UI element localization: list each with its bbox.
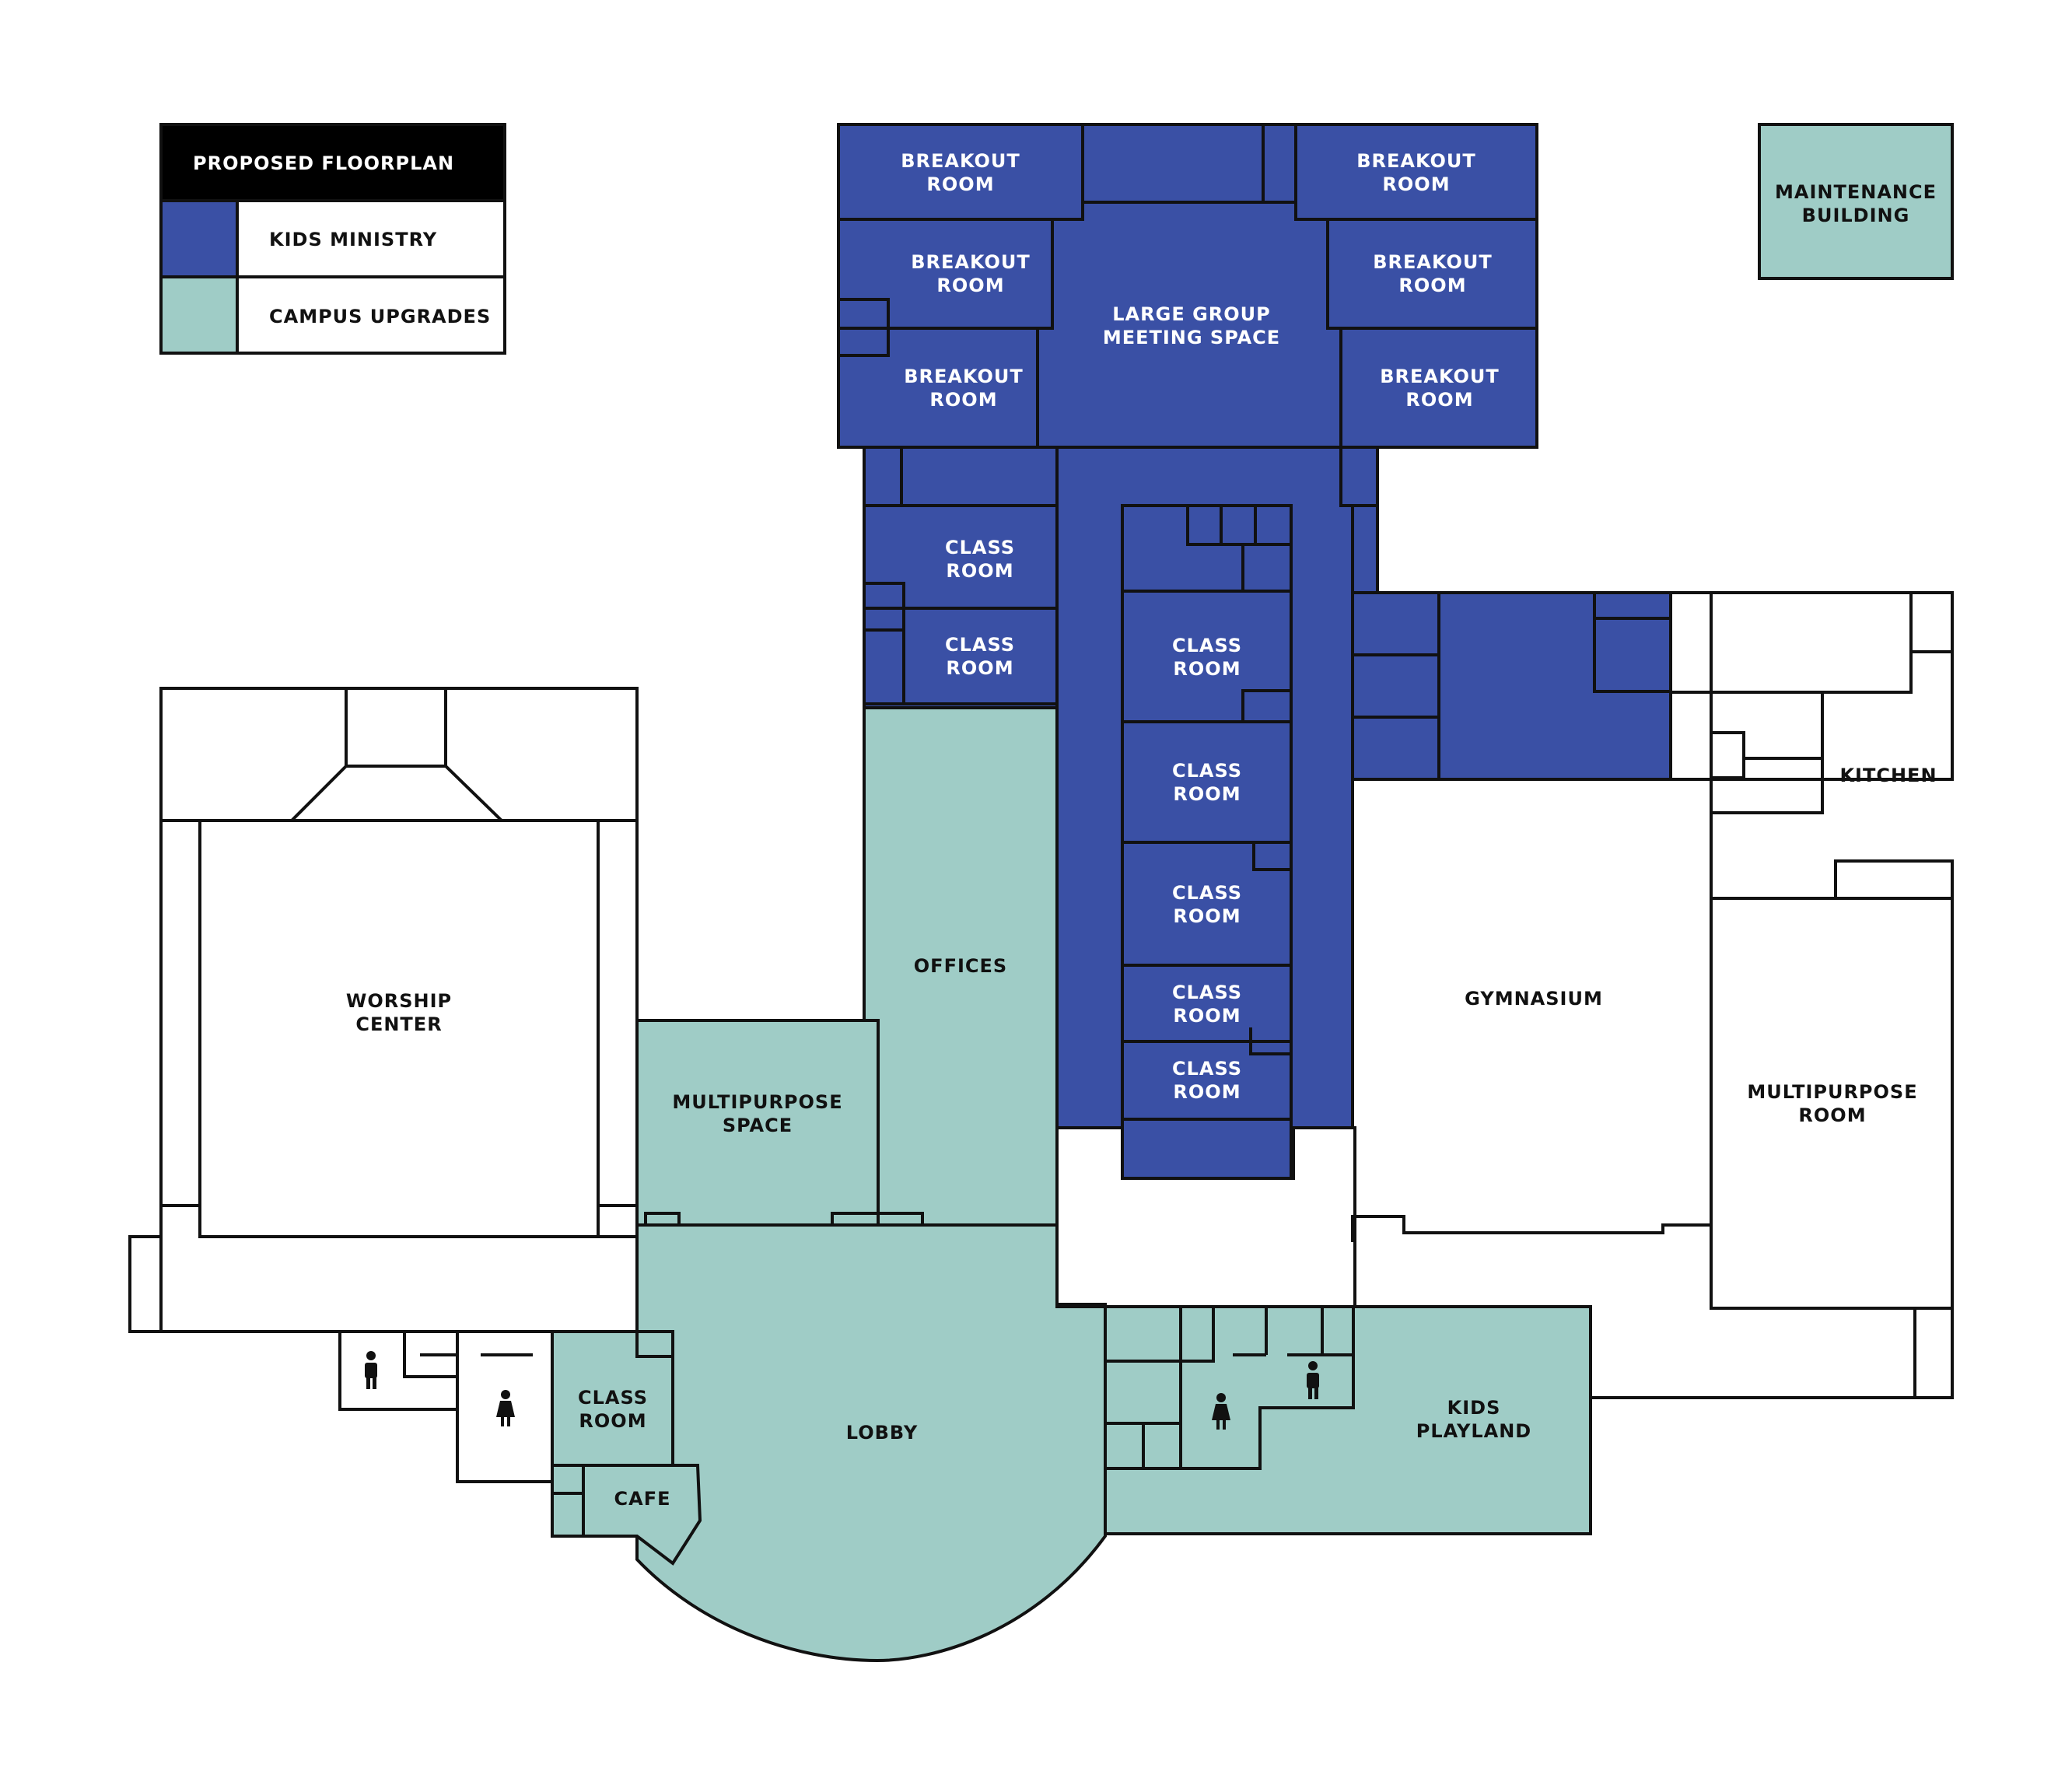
kids-playland-label-line2: PLAYLAND [1416, 1420, 1531, 1442]
class-room-f-label-line2: ROOM [1173, 1005, 1241, 1027]
legend-label-campus-upgrades: CAMPUS UPGRADES [269, 306, 491, 327]
breakout-room-1 [837, 123, 1084, 221]
breakout-room-4-label-line2: ROOM [1398, 275, 1466, 296]
class-room-e [1121, 841, 1293, 967]
legend-header [159, 123, 506, 202]
large-group-label-line1: LARGE GROUP [1112, 303, 1270, 325]
large-group-label-line2: MEETING SPACE [1103, 327, 1280, 348]
legend-swatch-campus-upgrades [159, 275, 239, 355]
breakout-room-3-label-line2: ROOM [936, 275, 1004, 296]
legend-title: PROPOSED FLOORPLAN [193, 152, 454, 174]
kids-playland-label-line1: KIDS [1447, 1397, 1501, 1419]
class-room-f [1121, 964, 1293, 1043]
breakout-room-2-label-line2: ROOM [1382, 173, 1450, 195]
class-room-left-label-line2: ROOM [579, 1410, 646, 1432]
multipurpose-space-label-line1: MULTIPURPOSE [672, 1091, 842, 1113]
cafe-label: CAFE [614, 1488, 671, 1510]
class-room-e-label-line2: ROOM [1173, 905, 1241, 927]
class-room-b-label-line1: CLASS [945, 634, 1015, 656]
breakout-room-6 [1339, 327, 1538, 449]
cafe: CAFE [551, 1464, 702, 1566]
class-room-b [863, 607, 1059, 705]
class-room-g-label-line2: ROOM [1173, 1081, 1241, 1103]
breakout-room-6-label-line2: ROOM [1405, 389, 1473, 411]
class-room-d [1121, 720, 1293, 844]
legend: PROPOSED FLOORPLAN KIDS MINISTRY CAMPUS … [159, 123, 506, 355]
womens-restroom-icon [496, 1390, 515, 1426]
breakout-room-2-label-line1: BREAKOUT [1356, 150, 1476, 172]
class-room-a-label-line2: ROOM [946, 560, 1013, 582]
gymnasium-label: GYMNASIUM [1465, 988, 1603, 1010]
worship-center-label-line2: CENTER [355, 1013, 442, 1035]
class-room-c-label-line1: CLASS [1172, 635, 1242, 656]
maintenance-building-label-line2: BUILDING [1802, 205, 1910, 226]
mens-restroom-icon [365, 1351, 377, 1389]
class-room-a [863, 504, 1059, 610]
class-room-left-label-line1: CLASS [578, 1387, 648, 1409]
class-room-c-label-line2: ROOM [1173, 658, 1241, 680]
legend-swatch-kids-ministry [159, 199, 239, 278]
class-room-a-label-line1: CLASS [945, 537, 1015, 558]
lobby-label: LOBBY [846, 1422, 919, 1444]
class-room-e-label-line1: CLASS [1172, 882, 1242, 904]
breakout-room-3-label-line1: BREAKOUT [911, 251, 1031, 273]
worship-center-label-line1: WORSHIP [346, 990, 452, 1012]
class-room-d-label-line1: CLASS [1172, 760, 1242, 782]
legend-row-kids-ministry [236, 199, 506, 278]
legend-label-kids-ministry: KIDS MINISTRY [269, 229, 437, 250]
breakout-room-2 [1294, 123, 1538, 221]
multipurpose-room-label-line2: ROOM [1798, 1104, 1866, 1126]
kitchen-label: KITCHEN [1839, 765, 1937, 786]
breakout-room-1-label-line2: ROOM [926, 173, 994, 195]
multipurpose-room-label-line1: MULTIPURPOSE [1747, 1081, 1917, 1103]
legend-row-campus-upgrades [236, 275, 506, 355]
breakout-room-4-label-line1: BREAKOUT [1373, 251, 1493, 273]
kids-playland: KIDS PLAYLAND [1104, 1305, 1592, 1535]
breakout-room-5-label-line2: ROOM [929, 389, 997, 411]
class-room-b-label-line2: ROOM [946, 657, 1013, 679]
restrooms-left [338, 1330, 533, 1426]
class-room-left: CLASS ROOM [551, 1330, 674, 1467]
maintenance-building-label-line1: MAINTENANCE [1775, 181, 1937, 203]
breakout-room-4 [1326, 218, 1538, 330]
womens-restroom-icon [1212, 1393, 1230, 1430]
breakout-room-5-label-line1: BREAKOUT [904, 366, 1024, 387]
east-wing: GYMNASIUM KITCHEN MULTIPURPOSE ROOM [1055, 591, 1954, 1399]
multipurpose-space: MULTIPURPOSE SPACE [635, 1019, 880, 1227]
class-room-f-label-line1: CLASS [1172, 982, 1242, 1003]
offices: OFFICES [863, 702, 1059, 1227]
offices-label: OFFICES [914, 955, 1007, 977]
kids-wing: BREAKOUT ROOM BREAKOUT ROOM BREAKOUT ROO… [837, 123, 1672, 1180]
breakout-room-1-label-line1: BREAKOUT [901, 150, 1020, 172]
breakout-room-6-label-line1: BREAKOUT [1380, 366, 1500, 387]
multipurpose-space-label-line2: SPACE [723, 1115, 793, 1136]
lobby: LOBBY [551, 1212, 1107, 1663]
class-room-d-label-line2: ROOM [1173, 783, 1241, 805]
class-room-g-label-line1: CLASS [1172, 1058, 1242, 1080]
class-room-c [1121, 590, 1293, 723]
maintenance-building: MAINTENANCE BUILDING [1758, 123, 1954, 280]
mens-restroom-icon [1307, 1361, 1319, 1399]
